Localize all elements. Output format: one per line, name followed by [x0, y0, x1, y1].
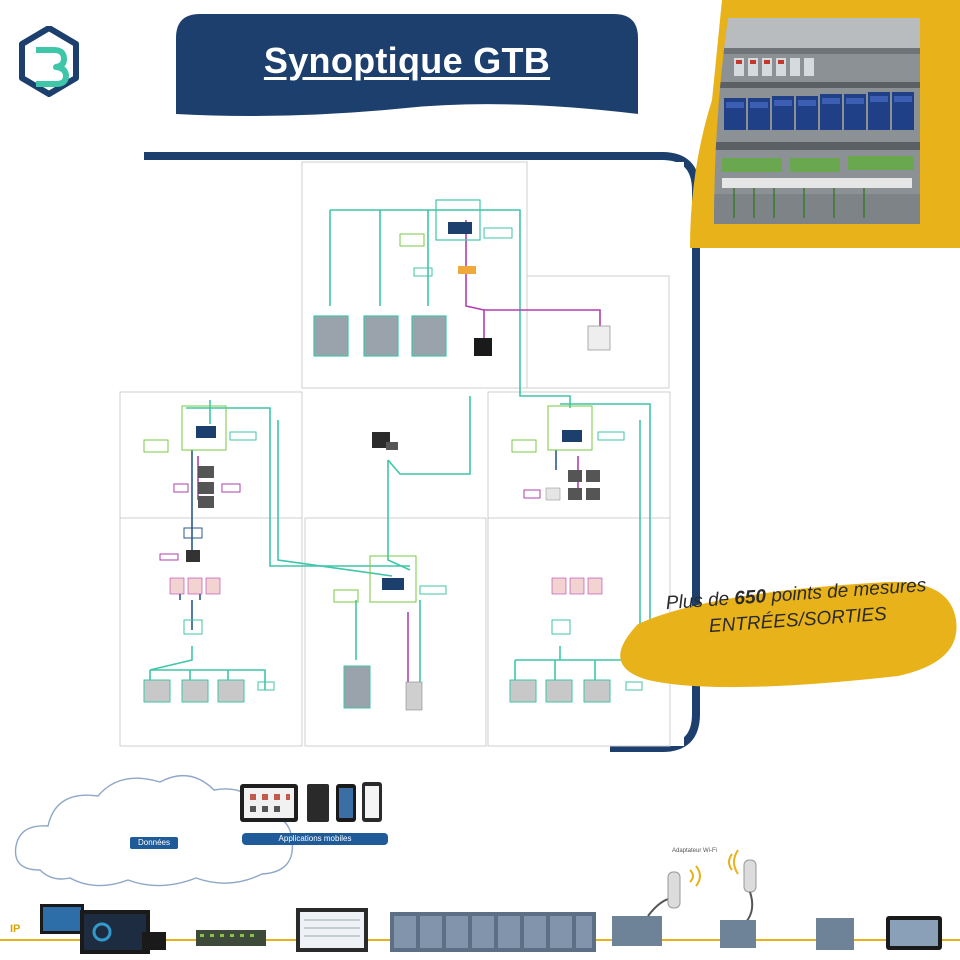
- measures-count: 650: [733, 586, 767, 610]
- right-mid-cluster: [511, 405, 625, 501]
- bottom-right-cluster: [509, 577, 643, 703]
- measures-prefix: Plus de: [665, 588, 730, 615]
- gateway-icon: [720, 920, 756, 948]
- wifi-antenna-icon: [667, 871, 681, 909]
- control-panel-photo: [714, 18, 920, 224]
- bottom-left-cluster: [143, 527, 275, 703]
- measures-pill: [620, 581, 957, 688]
- supervisor-pc: [372, 432, 398, 450]
- controller-top: [399, 199, 513, 277]
- cloud-data-label: Données: [130, 837, 178, 849]
- frame-border: [144, 152, 700, 752]
- bottom-center-cluster: [333, 555, 447, 711]
- device-cabinets-top: [313, 315, 611, 357]
- page-title: Synoptique GTB: [263, 40, 551, 81]
- controller-icon: [816, 918, 854, 950]
- title-banner: [176, 14, 638, 116]
- io-module-icon: [612, 916, 662, 946]
- wifi-adapter-icon: [743, 859, 757, 893]
- ip-network-label: IP: [10, 923, 21, 935]
- left-mid-cluster: [143, 405, 257, 508]
- thermostat-icon: [307, 784, 329, 822]
- router-icon: [196, 930, 266, 946]
- mobile-apps-label: Applications mobiles: [242, 833, 388, 845]
- wifi-adapter-label: Adaptateur Wi-Fi: [672, 848, 718, 854]
- company-logo-icon: [19, 26, 79, 97]
- network-architecture: [0, 774, 960, 954]
